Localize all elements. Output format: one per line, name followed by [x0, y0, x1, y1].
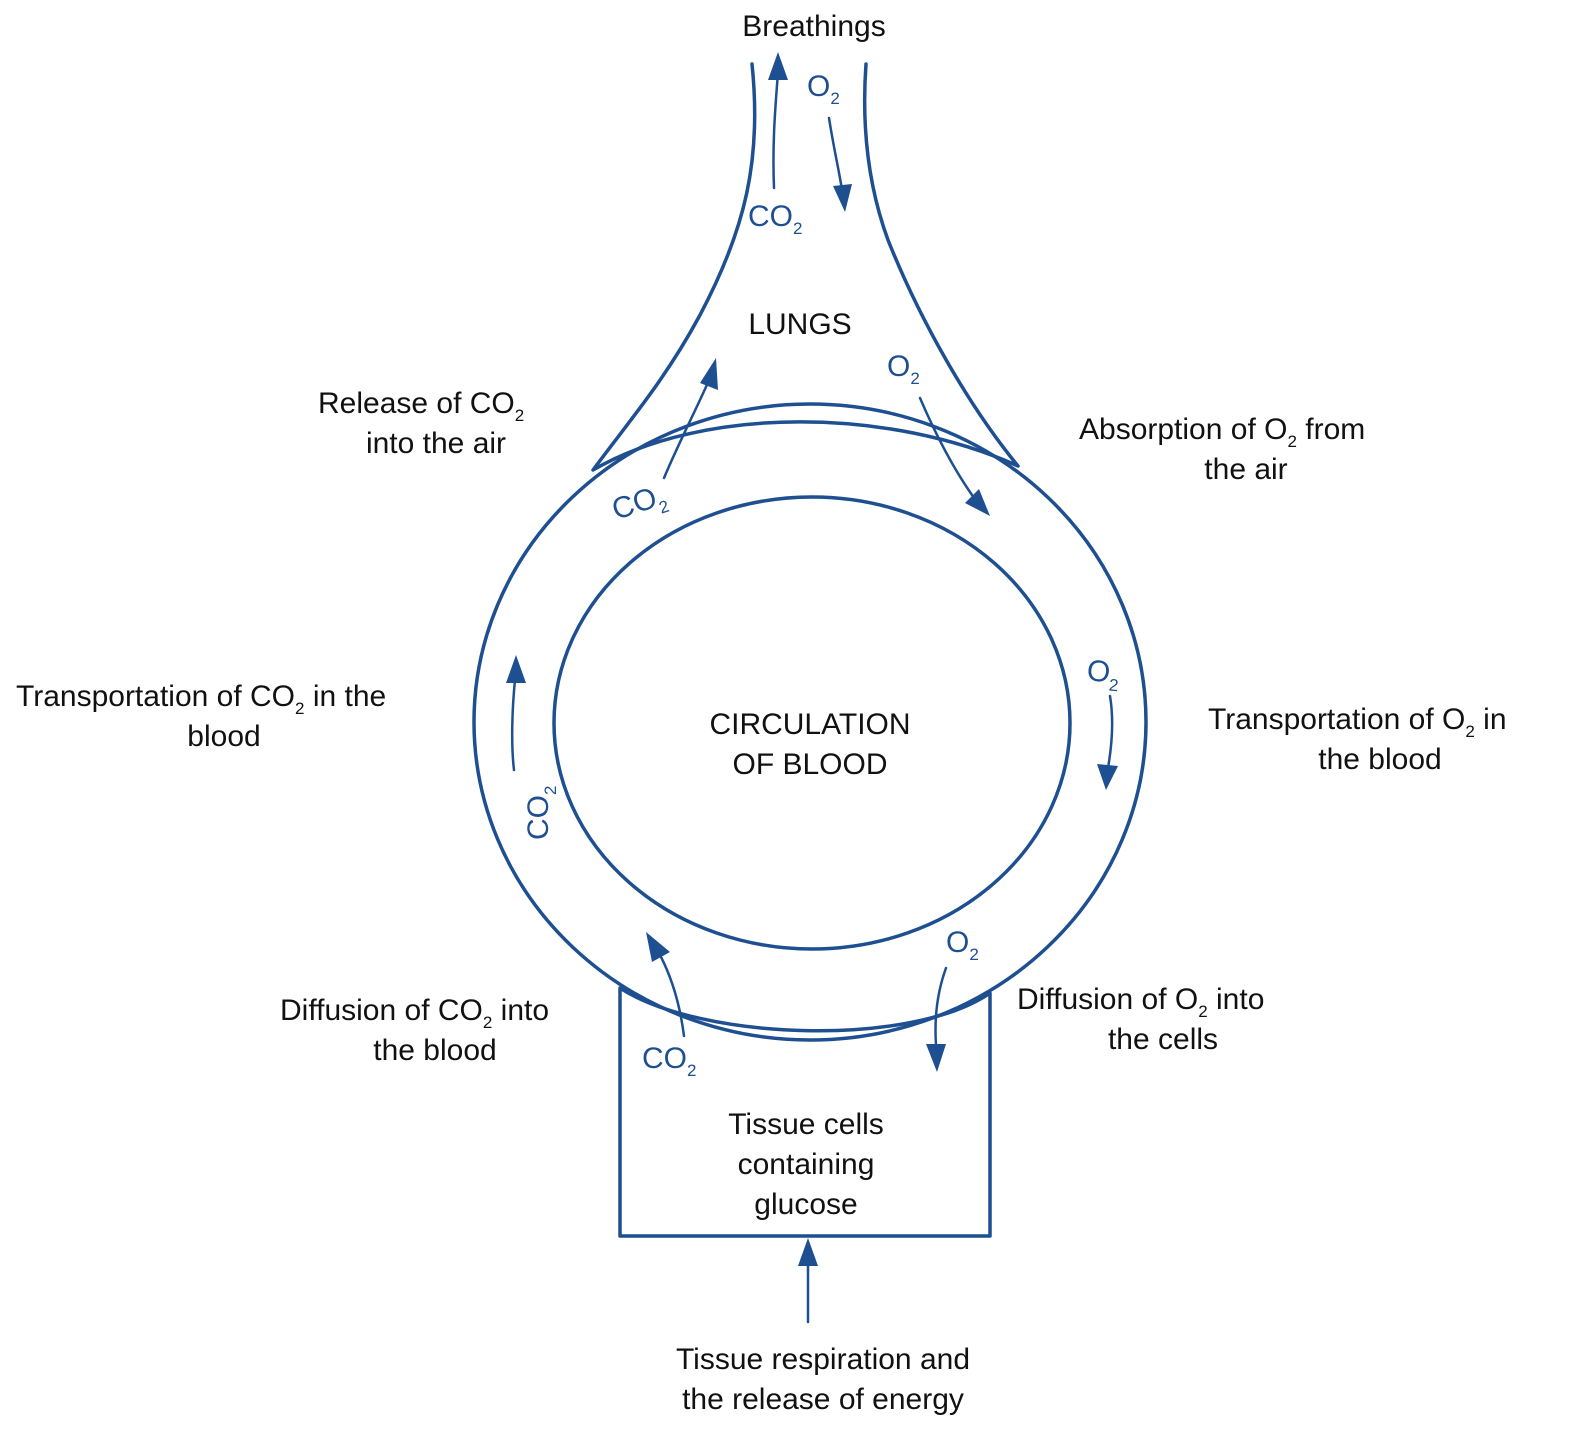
diffusion-co2-line1: Diffusion of CO2 into: [280, 994, 549, 1032]
circulation-outer-ring: [472, 402, 1148, 1042]
trachea-o2-label: O2: [807, 70, 840, 108]
tissue-label-line1: Tissue cells: [728, 1108, 884, 1141]
circulation-label-line1: CIRCULATION: [709, 708, 910, 741]
ring-co2-left-label: CO2: [522, 786, 560, 840]
lung-o2-label: O2: [887, 350, 920, 388]
breathing-label: Breathings: [742, 10, 885, 43]
arrow-o2-in-shaft: [827, 116, 844, 192]
structure-labels: Breathings LUNGS CIRCULATION OF BLOOD Ti…: [709, 10, 910, 1221]
circulation-label-line2: OF BLOOD: [732, 748, 887, 781]
release-co2-line1: Release of CO2: [318, 387, 524, 425]
arrow-o2-absorb-head: [965, 489, 990, 516]
arrows: [506, 52, 1118, 1324]
diffusion-o2-line1: Diffusion of O2 into: [1017, 983, 1264, 1021]
transport-o2-line2: the blood: [1318, 743, 1441, 776]
diffusion-co2-line2: the blood: [373, 1034, 496, 1067]
lungs-label: LUNGS: [748, 308, 851, 341]
arrow-co2-out-head: [768, 52, 788, 80]
arrow-co2-transport-head: [506, 655, 526, 683]
process-annotations: Release of CO2 into the air Absorption o…: [16, 387, 1507, 1416]
respiration-line2: the release of energy: [682, 1383, 964, 1416]
tissue-co2-label: CO2: [642, 1042, 696, 1080]
transport-co2-line1: Transportation of CO2 in the: [16, 680, 386, 718]
gas-labels: O2 CO2 O2 CO2 O2 CO2 O2 CO2: [522, 70, 1122, 1080]
arrow-co2-release-head: [700, 358, 718, 390]
arrow-o2-diffuse-head: [926, 1044, 946, 1072]
ring-co2-top-label: CO2: [608, 478, 672, 531]
arrow-respiration-head: [798, 1238, 818, 1266]
tissue-label-line3: glucose: [754, 1188, 857, 1221]
arrow-o2-transport-shaft: [1106, 694, 1114, 770]
tissue-label-line2: containing: [738, 1148, 875, 1181]
arrow-o2-absorb-shaft: [918, 396, 974, 497]
trachea-co2-label: CO2: [748, 200, 802, 238]
release-co2-line2: into the air: [366, 427, 506, 460]
arrow-co2-release-shaft: [662, 376, 712, 480]
respiration-line1: Tissue respiration and: [676, 1343, 970, 1376]
arrow-o2-transport-head: [1097, 764, 1118, 790]
tissue-box: [618, 986, 992, 1238]
transport-co2-line2: blood: [187, 720, 260, 753]
arrow-co2-diffuse-shaft: [658, 953, 686, 1038]
arrow-co2-out-shaft: [772, 70, 780, 190]
structures: [472, 62, 1148, 1238]
circulation-inner-ring: [552, 495, 1072, 951]
absorption-o2-line2: the air: [1204, 453, 1287, 486]
ring-o2-right-label: O2: [1085, 654, 1122, 695]
diffusion-o2-line2: the cells: [1108, 1023, 1218, 1056]
arrow-o2-diffuse-shaft: [934, 966, 948, 1047]
arrow-o2-in-head: [833, 184, 852, 212]
ring-o2-bottom-label: O2: [946, 926, 979, 964]
transport-o2-line1: Transportation of O2 in: [1208, 703, 1507, 741]
lungs-left-wall: [591, 62, 1020, 472]
arrow-co2-transport-shaft: [510, 678, 517, 772]
absorption-o2-line1: Absorption of O2 from: [1079, 413, 1365, 451]
arrow-co2-diffuse-head: [646, 932, 670, 962]
